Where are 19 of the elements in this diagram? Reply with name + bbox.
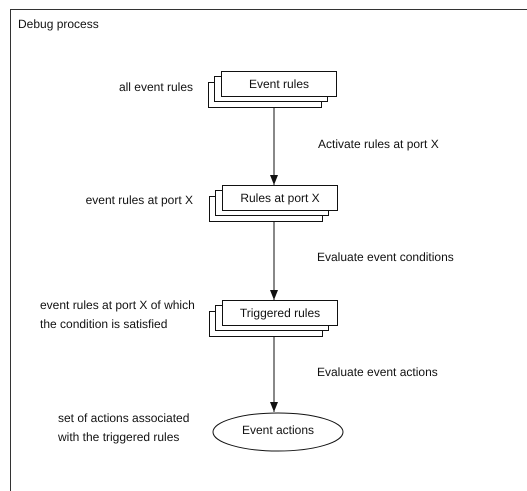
- ellipse-node: [212, 412, 344, 452]
- arrow: [270, 108, 278, 186]
- document-stack: [209, 300, 338, 337]
- arrow: [270, 222, 278, 300]
- node-caption: set of actions associated with the triggered rules: [58, 410, 190, 446]
- edge-label: Evaluate event actions: [317, 365, 438, 379]
- node-label: Event actions: [240, 423, 316, 437]
- node-label: Triggered rules: [240, 306, 320, 320]
- edge-label: Evaluate event conditions: [317, 250, 454, 264]
- node-label: Event rules: [248, 77, 310, 91]
- node-caption: event rules at port X of which the condition is satisfied: [40, 297, 196, 333]
- edge-label: Activate rules at port X: [318, 137, 439, 151]
- document-stack: [209, 185, 338, 222]
- node-caption: event rules at port X: [84, 192, 193, 209]
- document-stack: [208, 71, 337, 108]
- node-caption: all event rules: [118, 79, 193, 96]
- frame-title: Debug process: [18, 17, 99, 31]
- arrow: [270, 336, 278, 412]
- node-label: Rules at port X: [240, 191, 320, 205]
